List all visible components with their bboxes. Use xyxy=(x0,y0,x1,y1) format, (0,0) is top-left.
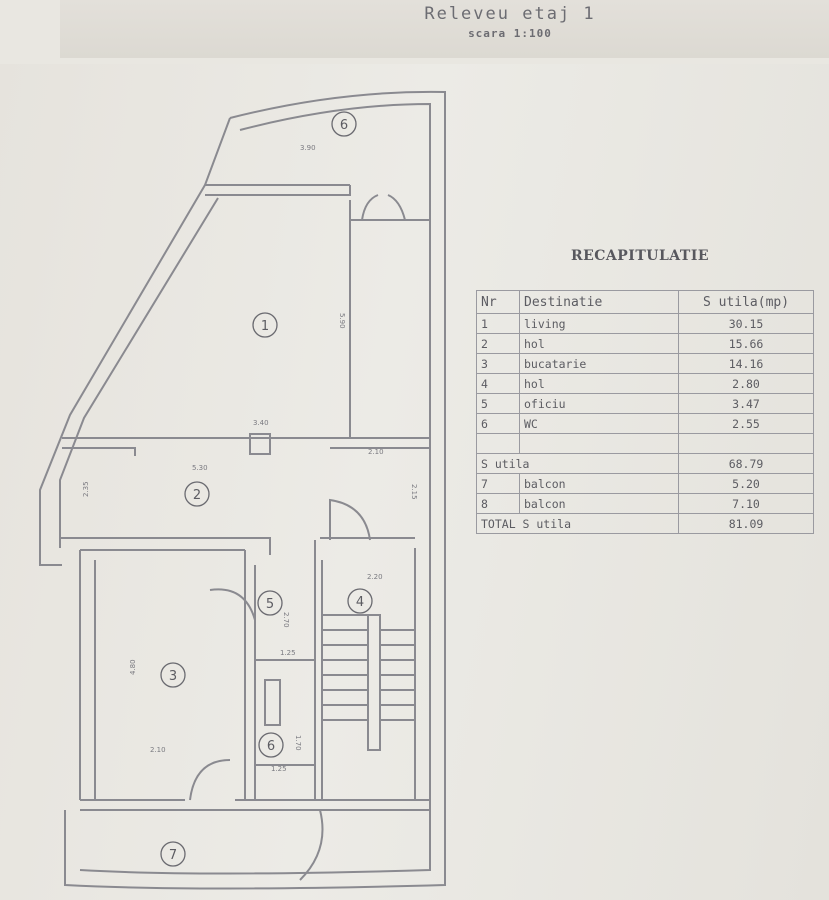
dim-label: 2.10 xyxy=(150,746,166,754)
room-label-4: 4 xyxy=(356,595,364,610)
outer-wall xyxy=(64,90,446,890)
row-nr: 4 xyxy=(476,373,520,394)
room-circle-3 xyxy=(160,662,186,688)
door-arc-4 xyxy=(329,498,371,541)
staircase xyxy=(322,614,415,751)
row-destination: hol xyxy=(519,333,679,354)
table-row: 3 bucatarie 14.16 xyxy=(476,353,814,374)
stair-west-wall xyxy=(314,540,323,800)
room-label-3: 3 xyxy=(169,669,177,684)
dim-label: 1.25 xyxy=(271,765,287,773)
room-label-8: 6 xyxy=(340,118,348,133)
row-area: 5.20 xyxy=(678,473,814,494)
wc-fixture xyxy=(264,679,281,726)
row-area: 3.47 xyxy=(678,393,814,414)
room-circle-7 xyxy=(160,841,186,867)
row-nr: 1 xyxy=(476,313,520,334)
row-destination: oficiu xyxy=(519,393,679,414)
recap-table: Nr Destinatie S utila(mp) 1 living 30.15… xyxy=(476,290,814,534)
kitchen-south-wall xyxy=(80,799,430,811)
table-row: 4 hol 2.80 xyxy=(476,373,814,394)
hall-north-wall-2 xyxy=(62,447,430,456)
dim-label: 2.20 xyxy=(367,573,383,581)
room-circle-8 xyxy=(331,111,357,137)
row-destination: balcon xyxy=(519,493,679,514)
row-nr: 2 xyxy=(476,333,520,354)
row-area: 7.10 xyxy=(678,493,814,514)
dim-label: 5.90 xyxy=(338,313,346,329)
room-label-6: 6 xyxy=(267,739,275,754)
dim-label: 4.80 xyxy=(129,659,137,675)
table-row: 2 hol 15.66 xyxy=(476,333,814,354)
room-circle-5 xyxy=(257,590,283,616)
outer-wall-inner xyxy=(79,102,431,875)
header-destination: Destinatie xyxy=(519,290,679,314)
room-circle-1 xyxy=(252,312,278,338)
row-destination: WC xyxy=(519,413,679,434)
balcony-top-rail xyxy=(203,117,350,186)
column xyxy=(249,433,271,455)
room-circle-2 xyxy=(184,481,210,507)
subtotal-area: 68.79 xyxy=(678,453,814,474)
row-nr: 5 xyxy=(476,393,520,414)
plan-title: Releveu etaj 1 xyxy=(424,4,596,24)
kitchen-door-arc xyxy=(189,759,231,801)
room-label-1: 1 xyxy=(261,319,269,334)
dim-label: 3.90 xyxy=(300,144,316,152)
balcony-rail-inner xyxy=(205,185,351,196)
row-destination: balcon xyxy=(519,473,679,494)
header-area: S utila(mp) xyxy=(678,290,814,314)
recap-title: RECAPITULATIE xyxy=(570,248,710,264)
row-area: 14.16 xyxy=(678,353,814,374)
table-row-total: TOTAL S utila 81.09 xyxy=(476,513,814,534)
room-label-7: 7 xyxy=(169,848,177,863)
table-spacer-row xyxy=(476,433,814,454)
wc-wall xyxy=(255,659,315,766)
title-sheet: Releveu etaj 1 scara 1:100 xyxy=(60,0,829,58)
balcony-7-wall xyxy=(64,809,324,885)
total-label: TOTAL S utila xyxy=(476,513,679,534)
diagonal-wall xyxy=(39,184,206,566)
recap-header-row: Nr Destinatie S utila(mp) xyxy=(476,290,814,314)
row-area: 2.55 xyxy=(678,413,814,434)
room-circle-6 xyxy=(258,732,284,758)
row-nr: 8 xyxy=(476,493,520,514)
row-area: 2.80 xyxy=(678,373,814,394)
wardrobe-doors xyxy=(361,194,406,221)
table-row: 5 oficiu 3.47 xyxy=(476,393,814,414)
kitchen-east-wall xyxy=(244,550,256,800)
oficiu-door-arc xyxy=(209,588,256,621)
dim-label: 2.15 xyxy=(410,484,418,500)
room-circle-4 xyxy=(347,588,373,614)
row-area: 15.66 xyxy=(678,333,814,354)
plan-scale: scara 1:100 xyxy=(468,27,552,40)
total-area: 81.09 xyxy=(678,513,814,534)
dim-label: 1.25 xyxy=(280,649,296,657)
dim-label: 2.10 xyxy=(368,448,384,456)
row-destination: living xyxy=(519,313,679,334)
dim-label: 2.35 xyxy=(82,481,90,497)
room-label-2: 2 xyxy=(193,488,201,503)
dim-label: 5.30 xyxy=(192,464,208,472)
kitchen-west-wall xyxy=(79,550,96,800)
row-nr: 3 xyxy=(476,353,520,374)
row-nr: 7 xyxy=(476,473,520,494)
table-row: 6 WC 2.55 xyxy=(476,413,814,434)
subtotal-label: S utila xyxy=(476,453,679,474)
dim-label: 2.70 xyxy=(282,612,290,628)
table-row: 1 living 30.15 xyxy=(476,313,814,334)
table-row-subtotal: S utila 68.79 xyxy=(476,453,814,474)
row-destination: hol xyxy=(519,373,679,394)
header-nr: Nr xyxy=(476,290,520,314)
table-row: 8 balcon 7.10 xyxy=(476,493,814,514)
hall-south-wall xyxy=(60,537,415,555)
table-row: 7 balcon 5.20 xyxy=(476,473,814,494)
row-destination: bucatarie xyxy=(519,353,679,374)
dim-label: 1.70 xyxy=(294,735,302,751)
row-nr: 6 xyxy=(476,413,520,434)
room-label-5: 5 xyxy=(266,597,274,612)
row-area: 30.15 xyxy=(678,313,814,334)
dim-label: 3.40 xyxy=(253,419,269,427)
